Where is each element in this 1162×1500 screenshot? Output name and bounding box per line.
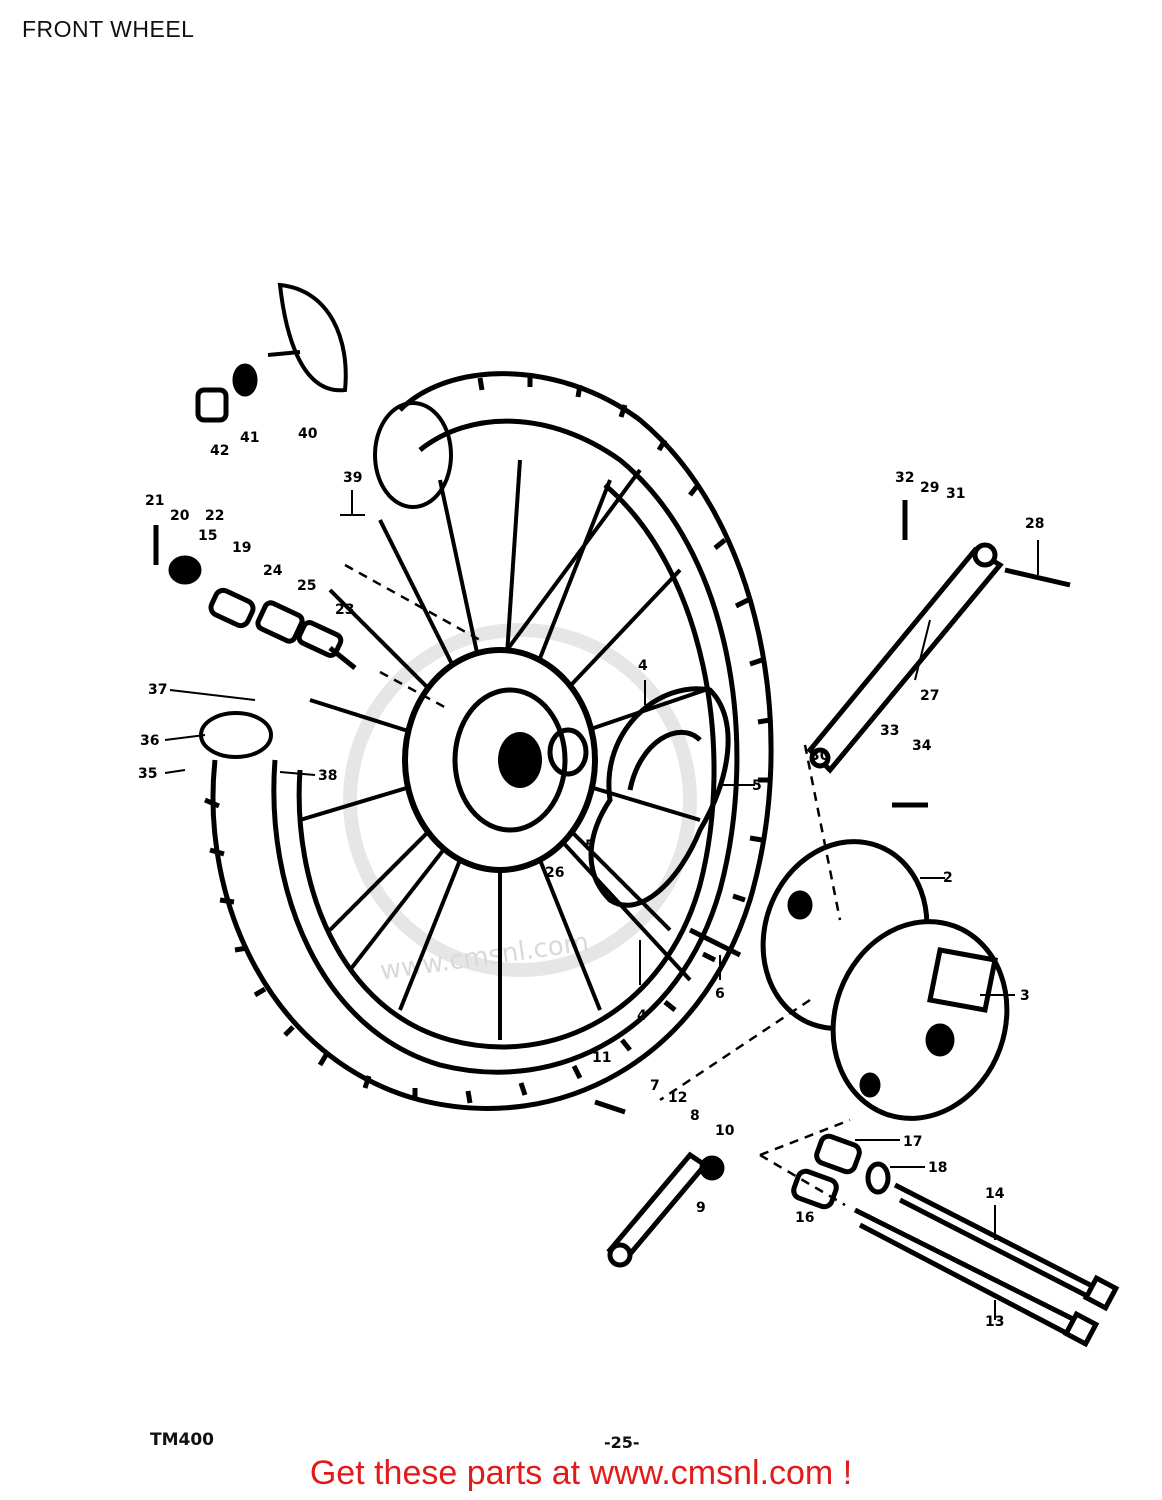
callout-23: 23 [335, 602, 354, 618]
callout-39: 39 [343, 470, 362, 486]
callout-5: 5 [752, 778, 762, 794]
callout-7: 7 [650, 1078, 660, 1094]
callout-3: 3 [1020, 988, 1030, 1004]
callout-2: 2 [943, 870, 953, 886]
callout-24: 24 [263, 563, 283, 579]
callout-37: 37 [148, 682, 167, 698]
callout-5b: 5 [585, 838, 595, 854]
callout-22: 22 [205, 508, 224, 524]
callout-38: 38 [318, 768, 337, 784]
callout-33: 33 [880, 723, 899, 739]
callout-11: 11 [592, 1050, 611, 1066]
callout-4b: 4 [637, 1008, 647, 1024]
callout-14: 14 [985, 1186, 1005, 1202]
callout-30: 30 [810, 748, 830, 764]
callout-35: 35 [138, 766, 157, 782]
part-callouts: 2 3 4 4 5 5 6 7 8 9 10 11 12 13 14 15 16… [138, 426, 1044, 1330]
callout-40: 40 [298, 426, 318, 442]
callout-27: 27 [920, 688, 939, 704]
tire [199, 371, 774, 1111]
callout-34: 34 [912, 738, 932, 754]
callout-16: 16 [795, 1210, 814, 1226]
page-number: -25- [604, 1433, 640, 1452]
callout-36: 36 [140, 733, 159, 749]
callout-8: 8 [690, 1108, 700, 1124]
callout-26: 26 [545, 865, 564, 881]
callout-42: 42 [210, 443, 229, 459]
callout-21: 21 [145, 493, 164, 509]
callout-10: 10 [715, 1123, 735, 1139]
callout-18: 18 [928, 1160, 947, 1176]
callout-32: 32 [895, 470, 914, 486]
page-title: FRONT WHEEL [22, 16, 195, 42]
callout-12: 12 [668, 1090, 687, 1106]
callout-9: 9 [696, 1200, 706, 1216]
parts-link-banner[interactable]: Get these parts at www.cmsnl.com ! [309, 1454, 853, 1492]
bolts [153, 500, 1071, 1115]
brake-shoes [588, 686, 731, 908]
callout-31: 31 [946, 486, 965, 502]
callout-4: 4 [638, 658, 648, 674]
dashed-leaders [344, 563, 851, 1207]
callout-17: 17 [903, 1134, 922, 1150]
brake-cam-lever [606, 1151, 725, 1268]
callout-15: 15 [198, 528, 217, 544]
axles [853, 1182, 1120, 1348]
callout-20: 20 [170, 508, 190, 524]
leader-lines [164, 490, 1039, 1320]
callout-6: 6 [715, 986, 725, 1002]
brake-panel [760, 839, 1010, 1121]
speedometer-gear [267, 282, 348, 393]
callout-41: 41 [240, 430, 259, 446]
model-code: TM400 [150, 1430, 214, 1450]
callout-25: 25 [297, 578, 316, 594]
callout-29: 29 [920, 480, 939, 496]
callout-13: 13 [985, 1314, 1004, 1330]
torque-arm [806, 542, 1004, 774]
hub [402, 647, 598, 873]
callout-28: 28 [1025, 516, 1044, 532]
callout-19: 19 [232, 540, 251, 556]
